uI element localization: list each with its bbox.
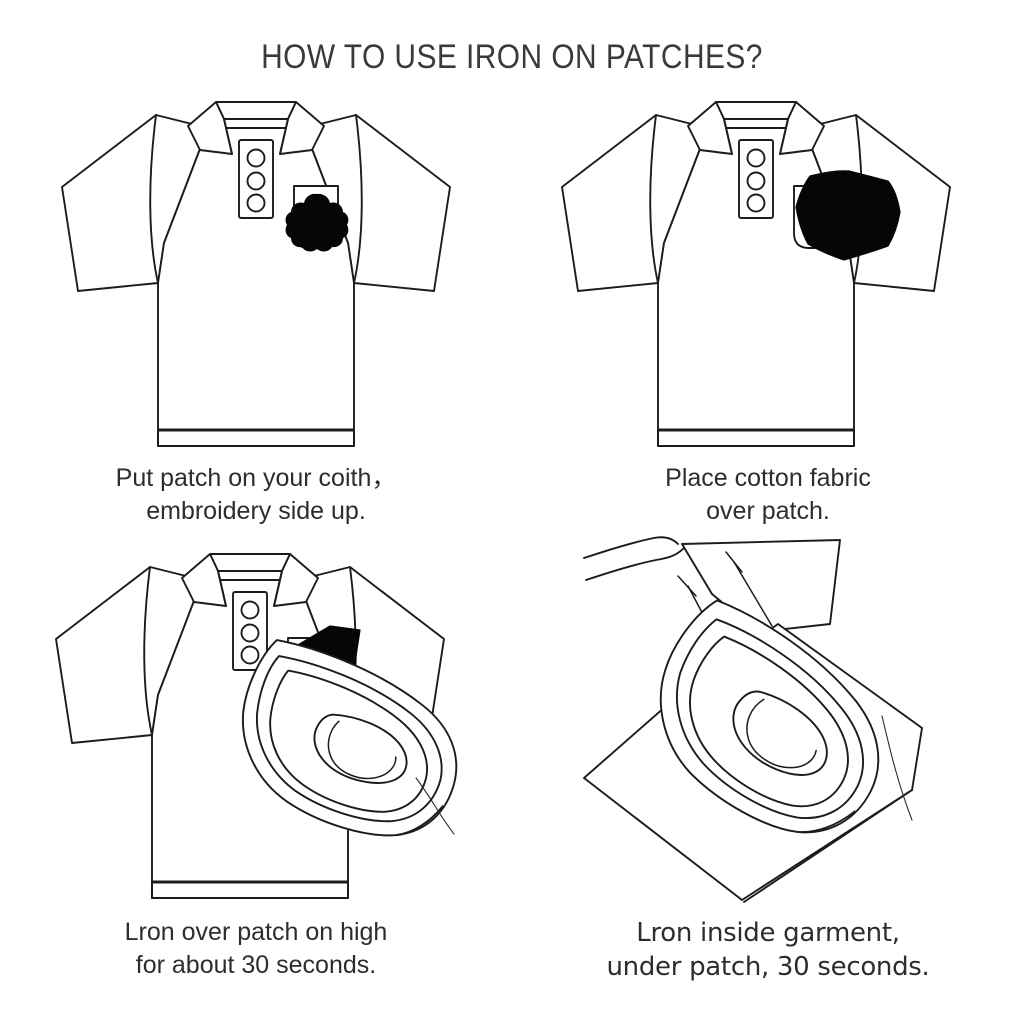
step-2-caption: Place cotton fabric over patch. bbox=[512, 462, 1024, 528]
collar-notch-left bbox=[223, 118, 233, 155]
sleeve-edge-lower bbox=[585, 547, 685, 581]
step-4-illustration bbox=[582, 528, 982, 908]
inside-out-garment-with-iron-svg bbox=[583, 536, 923, 903]
inside-out-shoulder-panel bbox=[681, 539, 841, 633]
caption-line-1: Put patch on your coith， bbox=[115, 464, 397, 492]
iron-soleplate-rim bbox=[676, 618, 864, 820]
caption-line-2: for about 30 seconds. bbox=[135, 951, 377, 979]
button bbox=[246, 193, 266, 213]
step-panel-4: Lron inside garment, under patch, 30 sec… bbox=[512, 534, 1024, 1004]
caption-line-2: over patch. bbox=[706, 497, 830, 525]
iron-handle-cavity bbox=[732, 690, 828, 776]
polo-shirt-with-cotton-cloth-svg bbox=[561, 101, 951, 447]
collar-left bbox=[181, 553, 227, 607]
page-title: HOW TO USE IRON ON PATCHES? bbox=[261, 38, 763, 76]
step-panel-1: Put patch on your coith， embroidery side… bbox=[0, 88, 512, 528]
iron-handle-inner-lobe bbox=[327, 720, 397, 780]
alignment-guide-right bbox=[733, 561, 773, 627]
collar-notch-right bbox=[273, 570, 283, 607]
button bbox=[246, 171, 266, 191]
alignment-tick-mid bbox=[677, 575, 697, 597]
polo-shirt-with-patch-svg bbox=[61, 101, 451, 447]
iron-cord bbox=[881, 715, 913, 821]
neck-opening bbox=[215, 101, 297, 120]
collar-left bbox=[187, 101, 233, 155]
step-2-illustration bbox=[536, 88, 976, 458]
step-1-illustration bbox=[36, 88, 476, 458]
iron-soleplate-rim bbox=[256, 655, 443, 823]
left-armhole-seam bbox=[649, 114, 659, 284]
right-armhole-seam bbox=[353, 114, 363, 284]
button bbox=[240, 645, 260, 665]
collar-notch-right bbox=[779, 118, 789, 155]
sleeve-edge-upper bbox=[583, 536, 679, 559]
step-panel-2: Place cotton fabric over patch. bbox=[512, 88, 1024, 528]
left-armhole-seam bbox=[149, 114, 159, 284]
step-panel-3: Lron over patch on high for about 30 sec… bbox=[0, 534, 512, 1004]
caption-line-1: Lron over patch on high bbox=[124, 918, 388, 946]
button bbox=[746, 193, 766, 213]
step-4-caption: Lron inside garment, under patch, 30 sec… bbox=[512, 916, 1024, 985]
iron-body-inner bbox=[689, 635, 849, 808]
iron-cord bbox=[415, 777, 455, 835]
clothes-iron bbox=[659, 599, 880, 834]
polo-shirt-with-iron-svg bbox=[55, 553, 458, 899]
fabric-fold-edge bbox=[743, 789, 913, 903]
iron-heel bbox=[796, 810, 856, 834]
collar-notch-left bbox=[723, 118, 733, 155]
iron-body-inner bbox=[269, 669, 428, 813]
collar-right bbox=[279, 101, 325, 155]
button bbox=[240, 600, 260, 620]
caption-line-2: embroidery side up. bbox=[146, 497, 366, 525]
black-cotton-cloth bbox=[795, 170, 901, 261]
step-3-illustration bbox=[30, 534, 480, 914]
neck-opening bbox=[715, 101, 797, 120]
button bbox=[746, 171, 766, 191]
collar-right bbox=[779, 101, 825, 155]
caption-line-2: under patch, 30 seconds. bbox=[606, 952, 930, 983]
neck-opening bbox=[209, 553, 291, 572]
alignment-tick-top bbox=[725, 551, 743, 573]
left-armhole-seam bbox=[143, 566, 153, 736]
iron-handle-cavity bbox=[313, 713, 408, 784]
collar-right bbox=[273, 553, 319, 607]
iron-handle-inner-lobe bbox=[746, 698, 817, 769]
button bbox=[746, 148, 766, 168]
collar-notch-right bbox=[279, 118, 289, 155]
step-1-caption: Put patch on your coith， embroidery side… bbox=[0, 462, 512, 528]
collar-notch-left bbox=[217, 570, 227, 607]
step-3-caption: Lron over patch on high for about 30 sec… bbox=[0, 916, 512, 982]
caption-line-1: Place cotton fabric bbox=[665, 464, 871, 492]
button bbox=[246, 148, 266, 168]
collar-left bbox=[687, 101, 733, 155]
clothes-iron bbox=[241, 639, 458, 837]
caption-line-1: Lron inside garment, bbox=[636, 918, 900, 948]
iron-heel bbox=[395, 805, 444, 837]
button bbox=[240, 623, 260, 643]
embroidery-patch bbox=[285, 193, 349, 252]
